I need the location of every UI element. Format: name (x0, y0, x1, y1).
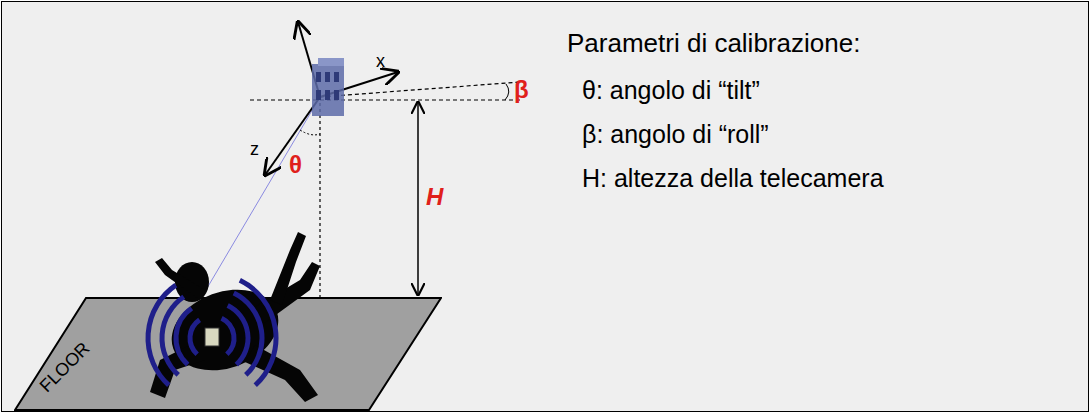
camera-icon (312, 58, 344, 116)
sight-line (200, 97, 320, 300)
horizontal-reference (250, 99, 520, 100)
axis-label: z (250, 140, 259, 158)
parameter-text: β: angolo di “roll” (582, 122, 769, 147)
roll-reference (320, 82, 520, 97)
parameter-text: θ: angolo di “tilt” (582, 78, 760, 103)
angle-arc (300, 130, 320, 135)
height-arrow (417, 102, 419, 295)
heading: Parametri di calibrazione: (567, 30, 860, 56)
angle-label: β (514, 78, 529, 102)
parameter-text: H: altezza della telecamera (582, 166, 884, 191)
angle-arc (505, 84, 509, 100)
angle-label: θ (289, 153, 302, 177)
axis-label: x (376, 52, 385, 70)
height-label: H (426, 185, 443, 209)
